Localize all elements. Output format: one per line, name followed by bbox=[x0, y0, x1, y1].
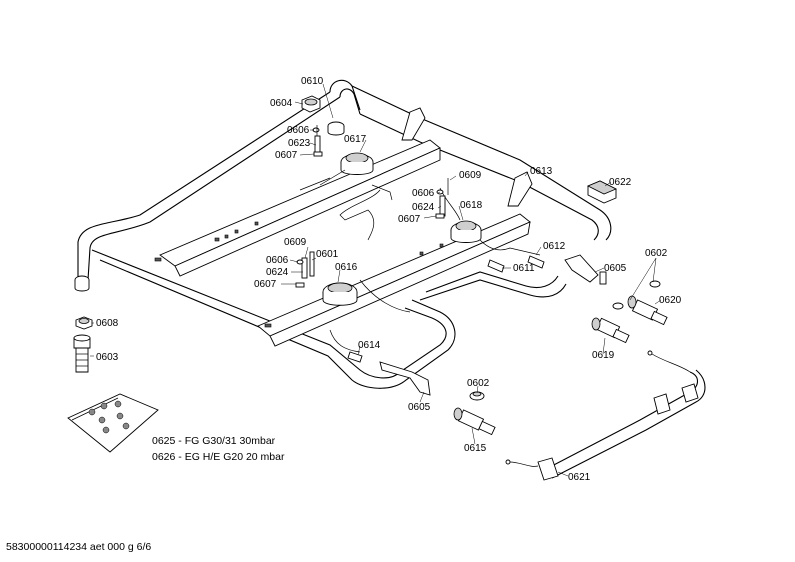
connector-0603 bbox=[73, 334, 91, 373]
callout-0605: 0605 bbox=[408, 402, 431, 413]
callout-0606: 0606 bbox=[287, 125, 310, 136]
callout-0602: 0602 bbox=[467, 378, 490, 389]
injector-fittings bbox=[347, 255, 545, 363]
callout-0613: 0613 bbox=[530, 166, 553, 177]
leader-lines bbox=[90, 83, 662, 477]
gas-tap-0620 bbox=[627, 295, 668, 326]
callout-0604: 0604 bbox=[270, 98, 293, 109]
electrode-0609-low bbox=[295, 251, 315, 288]
callout-0620: 0620 bbox=[659, 295, 682, 306]
gas-tap-0619 bbox=[591, 317, 630, 344]
gas-pipe-0621 bbox=[505, 350, 706, 481]
callout-0615: 0615 bbox=[464, 443, 487, 454]
gas-tap-0615 bbox=[453, 407, 496, 436]
ignition-module-0622 bbox=[587, 180, 617, 204]
gas-manifold-frame bbox=[74, 79, 612, 389]
callout-0609: 0609 bbox=[459, 170, 482, 181]
burner-support-plate-top bbox=[154, 139, 441, 277]
legend-line-0625: 0625 - FG G30/31 30mbar bbox=[152, 435, 276, 447]
legend-line-0626: 0626 - EG H/E G20 20 mbar bbox=[152, 451, 285, 463]
injector-legend: 0625 - FG G30/31 30mbar 0626 - EG H/E G2… bbox=[152, 435, 285, 463]
callout-0621: 0621 bbox=[568, 472, 591, 483]
callout-0609: 0609 bbox=[284, 237, 307, 248]
callout-0624: 0624 bbox=[412, 202, 435, 213]
callout-0607: 0607 bbox=[254, 279, 277, 290]
burner-0618 bbox=[450, 220, 482, 243]
plug-0610 bbox=[327, 121, 345, 136]
burner-0616 bbox=[322, 282, 358, 306]
callout-0617: 0617 bbox=[344, 134, 367, 145]
callout-labels: 0610 0604 0606 0623 0607 0617 0613 0609 … bbox=[96, 76, 682, 483]
callout-0607: 0607 bbox=[275, 150, 298, 161]
callout-0610: 0610 bbox=[301, 76, 324, 87]
callout-0611: 0611 bbox=[513, 263, 535, 274]
callout-0606: 0606 bbox=[412, 188, 435, 199]
callout-0619: 0619 bbox=[592, 350, 615, 361]
electrode-0609-mid bbox=[435, 178, 449, 219]
callout-0605: 0605 bbox=[604, 263, 627, 274]
burner-support-plate-middle bbox=[257, 213, 531, 347]
nut-0608 bbox=[75, 316, 93, 330]
cap-0602-right bbox=[612, 280, 661, 310]
callout-0601: 0601 bbox=[316, 249, 339, 260]
callout-0624: 0624 bbox=[266, 267, 289, 278]
mounting-brackets bbox=[379, 107, 607, 396]
callout-0622: 0622 bbox=[609, 177, 632, 188]
callout-0623: 0623 bbox=[288, 138, 311, 149]
callout-0602: 0602 bbox=[645, 248, 668, 259]
document-id-footer: 58300000114234 aet 000 g 6/6 bbox=[6, 541, 152, 553]
screw-0607-top bbox=[313, 151, 323, 157]
burner-0617 bbox=[319, 152, 374, 186]
cap-0602-bottom bbox=[469, 391, 485, 401]
callout-0606: 0606 bbox=[266, 255, 289, 266]
injector-bag bbox=[67, 393, 159, 453]
nut-0604 bbox=[301, 95, 321, 113]
callout-0616: 0616 bbox=[335, 262, 358, 273]
callout-0603: 0603 bbox=[96, 352, 119, 363]
callout-0612: 0612 bbox=[543, 241, 566, 252]
callout-0607: 0607 bbox=[398, 214, 421, 225]
callout-0618: 0618 bbox=[460, 200, 483, 211]
callout-0614: 0614 bbox=[358, 340, 381, 351]
callout-0608: 0608 bbox=[96, 318, 119, 329]
